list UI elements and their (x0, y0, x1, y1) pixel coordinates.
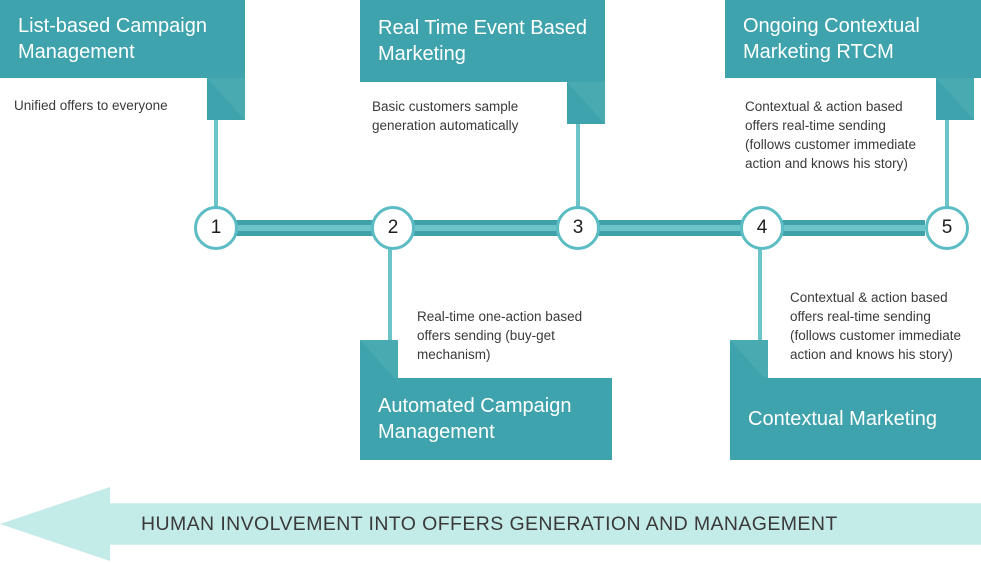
connector-stem (758, 248, 762, 348)
stage-card-title: Real Time Event Based Marketing (378, 17, 587, 65)
stage-card-4[interactable]: Automated Campaign Management (360, 378, 612, 460)
stage-card-2[interactable]: Real Time Event Based Marketing (360, 0, 605, 82)
timeline-node-1[interactable]: 1 (194, 206, 238, 250)
stage-card-title: Automated Campaign Management (378, 395, 572, 443)
stage-description: Real-time one-action based offers sendin… (417, 309, 583, 362)
stage-card-tail (936, 78, 974, 120)
connector-stem (214, 112, 218, 208)
connector-stem (576, 116, 580, 208)
timeline-node-4[interactable]: 4 (740, 206, 784, 250)
stage-card-5[interactable]: Contextual Marketing (730, 378, 981, 460)
ribbon-fold (360, 340, 398, 382)
stage-description: Contextual & action based offers real-ti… (790, 290, 962, 362)
stage-card-tail (360, 340, 398, 382)
banner-label: HUMAN INVOLVEMENT INTO OFFERS GENERATION… (141, 512, 838, 535)
stage-card-3[interactable]: Ongoing Contextual Marketing RTCM (725, 0, 981, 78)
timeline-node-3[interactable]: 3 (556, 206, 600, 250)
stage-card-tail (207, 78, 245, 120)
connector-stem (945, 112, 949, 208)
timeline-node-2[interactable]: 2 (371, 206, 415, 250)
timeline-node-5[interactable]: 5 (925, 206, 969, 250)
ribbon-fold (207, 78, 245, 120)
ribbon-fold (936, 78, 974, 120)
stage-card-title: List-based Campaign Management (18, 15, 207, 63)
stage-card-1[interactable]: List-based Campaign Management (0, 0, 245, 78)
ribbon-fold (730, 340, 768, 382)
stage-card-tail (730, 340, 768, 382)
stage-description: Contextual & action based offers real-ti… (745, 99, 917, 171)
stage-description: Basic customers sample generation automa… (372, 99, 519, 133)
human-involvement-banner: HUMAN INVOLVEMENT INTO OFFERS GENERATION… (0, 487, 981, 561)
stage-description: Unified offers to everyone (14, 98, 168, 113)
stage-card-title: Contextual Marketing (748, 408, 937, 430)
connector-stem (388, 248, 392, 348)
stage-card-title: Ongoing Contextual Marketing RTCM (743, 15, 920, 63)
ribbon-fold (567, 82, 605, 124)
stage-card-tail (567, 82, 605, 124)
